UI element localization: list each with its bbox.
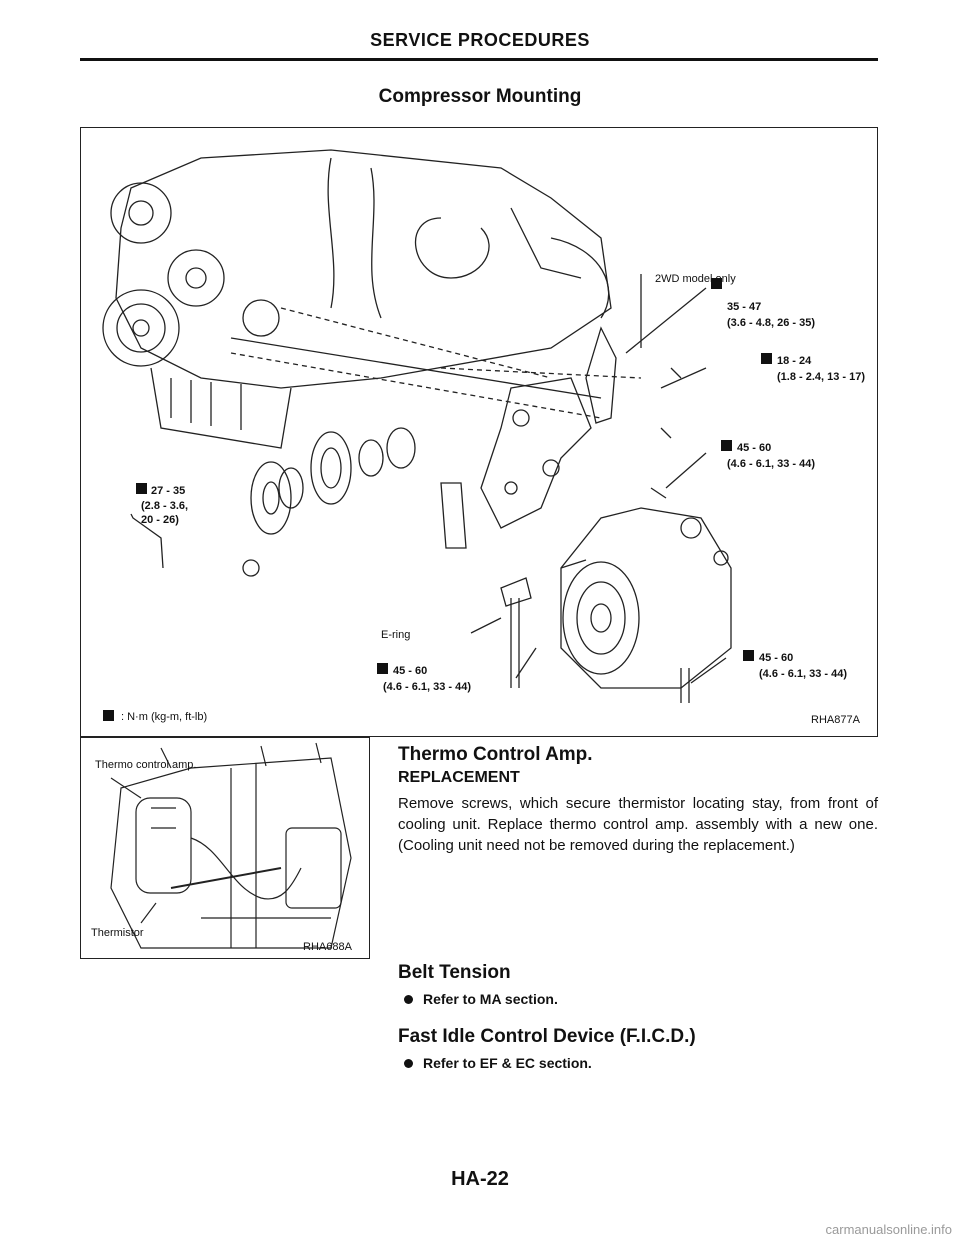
oil-pan	[150, 367, 292, 449]
torque-icon	[761, 353, 772, 364]
replacement-body: Remove screws, which secure thermistor l…	[398, 795, 878, 854]
compressor-mounting-drawing: 2WD model only 35 - 47 (3.6 - 4.8, 26 - …	[102, 149, 865, 726]
torque-detail: (2.8 - 3.6,	[141, 500, 188, 512]
torque-icon	[103, 710, 114, 721]
torque-icon	[711, 278, 722, 289]
note-2wd: 2WD model only	[655, 273, 736, 285]
engine-outline	[115, 149, 612, 389]
page-title: Compressor Mounting	[378, 86, 582, 107]
ficd-bullet: Refer to EF & EC section.	[404, 1055, 592, 1071]
ficd-text: Refer to EF & EC section.	[423, 1055, 592, 1071]
torque-detail: (4.6 - 6.1, 33 - 44)	[727, 458, 815, 470]
compressor-clutch	[562, 561, 640, 675]
compressor-mounting-figure: 2WD model only 35 - 47 (3.6 - 4.8, 26 - …	[80, 127, 878, 737]
torque-value: 27 - 35	[151, 485, 185, 497]
compressor-body	[560, 507, 732, 689]
figure-code: RHA877A	[811, 714, 861, 726]
torque-detail: (3.6 - 4.8, 26 - 35)	[727, 317, 815, 329]
watermark[interactable]: carmanualsonline.info	[825, 1222, 952, 1237]
torque-legend: : N·m (kg-m, ft-lb)	[121, 711, 207, 723]
e-ring-label: E-ring	[381, 629, 410, 641]
torque-icon	[377, 663, 388, 674]
belt-tension-bullet: Refer to MA section.	[404, 991, 558, 1007]
thermo-heading: Thermo Control Amp.	[398, 744, 593, 765]
ficd-heading: Fast Idle Control Device (F.I.C.D.)	[398, 1026, 696, 1047]
replacement-subheading: REPLACEMENT	[398, 769, 520, 786]
torque-value: 18 - 24	[777, 355, 812, 367]
torque-value: 35 - 47	[727, 301, 761, 313]
bullet-dot	[404, 1058, 413, 1068]
torque-detail: (4.6 - 6.1, 33 - 44)	[759, 668, 847, 680]
torque-value: 45 - 60	[393, 665, 427, 677]
belt-tension-text: Refer to MA section.	[423, 991, 558, 1007]
bullet-dot	[404, 994, 413, 1004]
compressor-bracket	[480, 377, 592, 529]
label-thermistor: Thermistor	[91, 927, 144, 939]
torque-detail: 20 - 26)	[141, 514, 179, 526]
torque-value: 45 - 60	[737, 442, 771, 454]
thermo-amp-unit	[135, 797, 192, 894]
crank-pulley	[102, 289, 180, 367]
page-number: HA-22	[451, 1168, 509, 1190]
belt-tension-heading: Belt Tension	[398, 962, 511, 983]
torque-icon	[136, 483, 147, 494]
figure-code: RHA688A	[303, 941, 353, 953]
torque-detail: (4.6 - 6.1, 33 - 44)	[383, 681, 471, 693]
torque-icon	[721, 440, 732, 451]
thermo-amp-drawing: Thermo control amp. Thermistor RHA688A	[91, 742, 353, 953]
idler-pulley	[310, 431, 352, 505]
torque-value: 45 - 60	[759, 652, 793, 664]
torque-icon	[743, 650, 754, 661]
torque-detail: (1.8 - 2.4, 13 - 17)	[777, 371, 865, 383]
header-rule	[80, 58, 878, 61]
label-thermo-amp: Thermo control amp.	[95, 759, 196, 771]
section-header: SERVICE PROCEDURES	[370, 30, 590, 50]
thermo-amp-figure: Thermo control amp. Thermistor RHA688A	[80, 737, 370, 959]
